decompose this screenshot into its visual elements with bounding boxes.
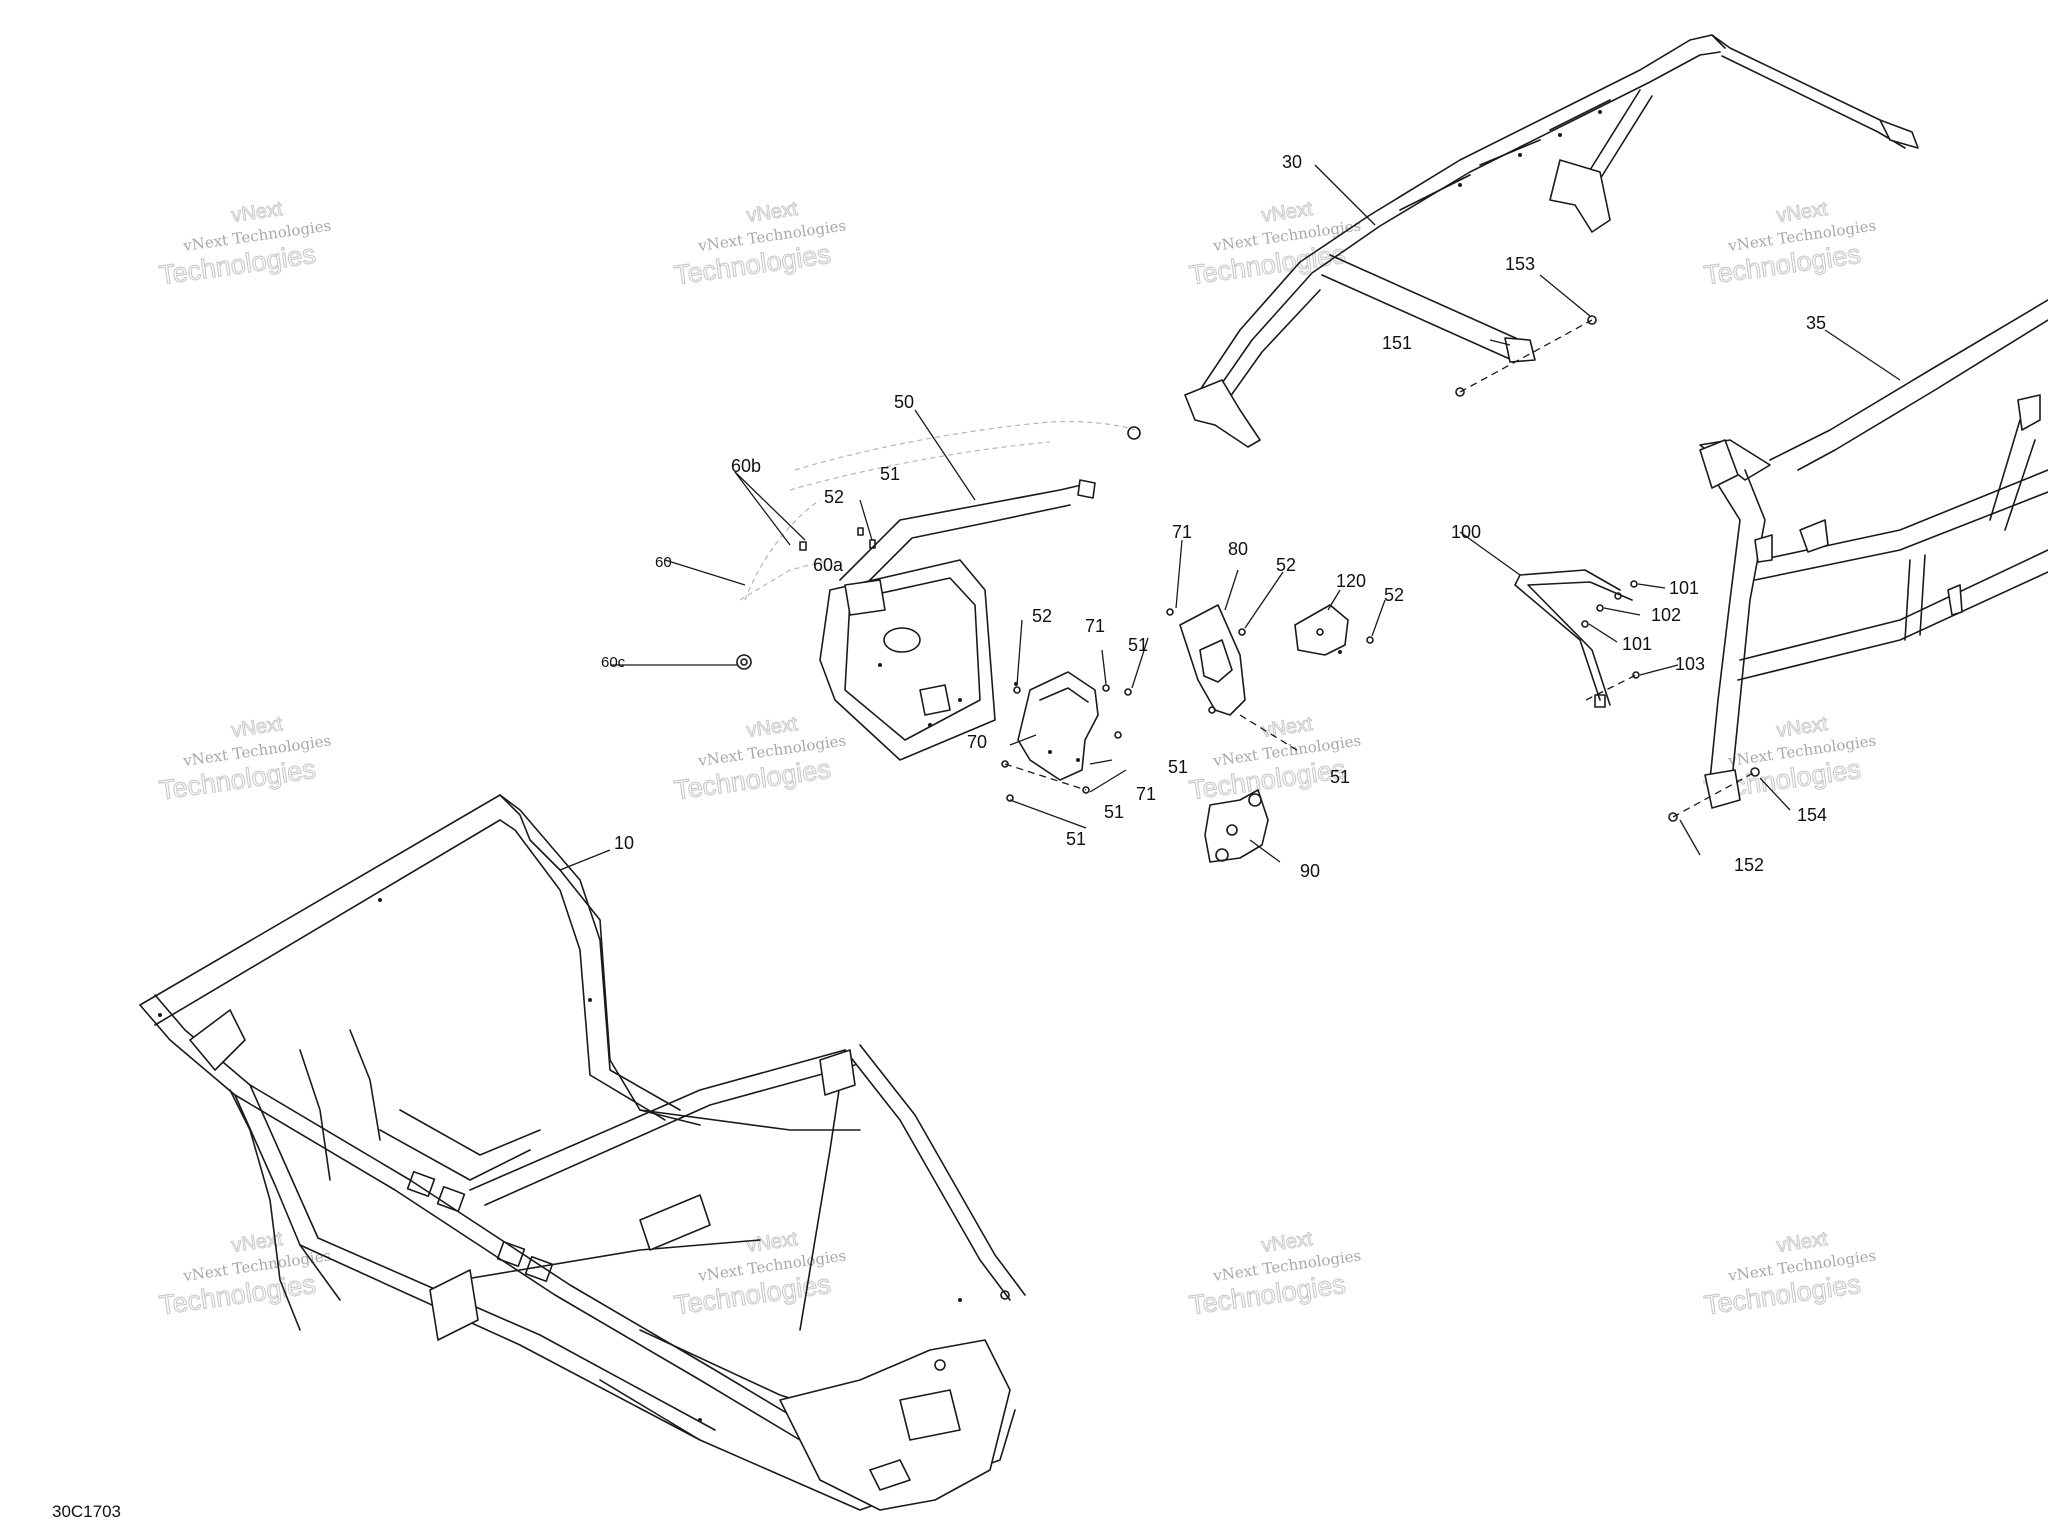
svg-text:vNext: vNext <box>1775 713 1829 742</box>
callout-35: 35 <box>1806 313 1826 333</box>
callout-51-f: 51 <box>1330 767 1350 787</box>
dash-support-50 <box>744 420 1141 761</box>
callout-120: 120 <box>1336 571 1366 591</box>
main-frame-10 <box>139 794 1026 1511</box>
callout-90: 90 <box>1300 861 1320 881</box>
callout-101-b: 101 <box>1622 634 1652 654</box>
callout-71-b: 71 <box>1172 522 1192 542</box>
bracket-120 <box>1294 604 1349 656</box>
svg-text:vNext: vNext <box>1260 713 1314 742</box>
callout-51-c: 51 <box>1168 757 1188 777</box>
callout-60a: 60a <box>813 555 844 575</box>
callout-52-d: 52 <box>1384 585 1404 605</box>
bracket-70 <box>1017 671 1099 781</box>
callout-51-b: 51 <box>1128 635 1148 655</box>
callout-10: 10 <box>614 833 634 853</box>
callout-71-a: 71 <box>1085 616 1105 636</box>
grab-bar-100 <box>1514 569 1633 708</box>
callout-153: 153 <box>1505 254 1535 274</box>
callout-51-a: 51 <box>880 464 900 484</box>
leader-lines <box>559 164 1901 871</box>
callout-101-a: 101 <box>1669 578 1699 598</box>
svg-text:vNext: vNext <box>745 1228 799 1257</box>
watermark-group: vNext Technologies vNext Technologies vN… <box>157 197 1878 1321</box>
callout-60c: 60c <box>601 654 626 671</box>
svg-text:vNext: vNext <box>230 713 284 742</box>
svg-text:vNext: vNext <box>1775 1228 1829 1257</box>
part-60-assembly <box>736 527 876 670</box>
callout-102: 102 <box>1651 605 1681 625</box>
callout-60b: 60b <box>731 456 761 476</box>
rear-cage-35 <box>1699 299 2048 809</box>
callout-103: 103 <box>1675 654 1705 674</box>
callout-52-b: 52 <box>1032 606 1052 626</box>
callout-labels: 10 30 35 50 51 51 51 51 51 51 52 52 52 5… <box>601 152 1827 881</box>
svg-text:vNext: vNext <box>1775 198 1829 227</box>
callout-152: 152 <box>1734 855 1764 875</box>
bracket-90 <box>1204 789 1269 863</box>
callout-80: 80 <box>1228 539 1248 559</box>
callout-71-c: 71 <box>1136 784 1156 804</box>
svg-text:vNext: vNext <box>230 198 284 227</box>
callout-151: 151 <box>1382 333 1412 353</box>
callout-100: 100 <box>1451 522 1481 542</box>
callout-60: 60 <box>655 554 672 571</box>
callout-30: 30 <box>1282 152 1302 172</box>
fasteners <box>1001 315 1760 822</box>
svg-text:vNext: vNext <box>1260 1228 1314 1257</box>
callout-51-e: 51 <box>1066 829 1086 849</box>
callout-52-a: 52 <box>824 487 844 507</box>
callout-154: 154 <box>1797 805 1827 825</box>
callout-70: 70 <box>967 732 987 752</box>
figure-code: 30C1703 <box>52 1502 122 1521</box>
svg-text:vNext: vNext <box>745 713 799 742</box>
callout-50: 50 <box>894 392 914 412</box>
callout-51-d: 51 <box>1104 802 1124 822</box>
svg-text:vNext: vNext <box>745 198 799 227</box>
svg-text:vNext: vNext <box>1260 198 1314 227</box>
roll-bar-30 <box>1184 34 1919 448</box>
plate-80 <box>1179 604 1246 716</box>
callout-52-c: 52 <box>1276 555 1296 575</box>
